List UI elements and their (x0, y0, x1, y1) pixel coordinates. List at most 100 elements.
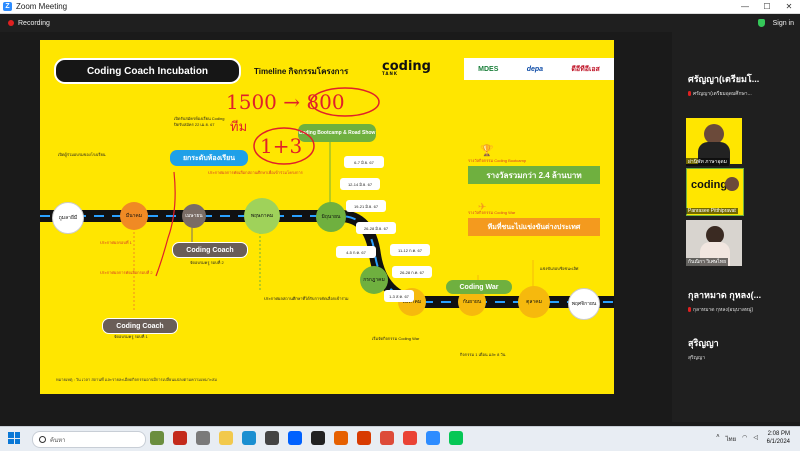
note-final: แข่งขันรอบชิงชนะเลิศ (540, 266, 579, 271)
mic-muted-icon (688, 307, 691, 313)
clock-date: 6/1/2024 (766, 439, 790, 445)
partner-logos: MDES depa ดีอีทีอีเอส (464, 58, 614, 80)
video-label-3: กันณิกา วิเศษไทย (686, 258, 729, 266)
participant-sub-1: ศรัญญา(เตรียมอุดมศึกษา... (688, 90, 752, 98)
topbar-right: Sign in (757, 14, 794, 32)
search-placeholder: ค้นหา (50, 437, 66, 444)
note-selection-result: ประกาศผลการคัดเลือกสถานศึกษาเพื่อเข้าร่ว… (208, 170, 303, 175)
award-bootcamp-prize: รางวัลรวมกว่า 2.4 ล้านบาท (468, 166, 600, 184)
file-explorer-icon[interactable] (219, 431, 233, 445)
windows-taskbar: ค้นหา ˄ ไทย ◠ ◁ 2:08 PM 6/1/2024 (0, 426, 800, 451)
notification-app-icon[interactable] (173, 431, 187, 445)
edge-icon[interactable] (242, 431, 256, 445)
pill-coding-war: Coding War (446, 280, 512, 294)
recording-icon (8, 20, 14, 26)
pill-classroom: ยกระดับห้องเรียน (170, 150, 248, 166)
participants-panel: ศรัญญา(เตรียมโ... ศรัญญา(เตรียมอุดมศึกษา… (672, 32, 800, 422)
clock-time: 2:08 PM (767, 431, 790, 437)
wifi-icon[interactable]: ◠ (742, 435, 748, 441)
station-march: มีนาคม (120, 202, 148, 230)
date-card-5: 4-5 ก.ค. 67 (336, 246, 376, 258)
station-may: พฤษภาคม (244, 198, 280, 234)
handwriting-1500-800: 1500 → 800 (226, 90, 345, 114)
note-school-open: เปิดผู้ร่วมอบรมของโรงเรียน (58, 152, 106, 157)
store-icon[interactable] (265, 431, 279, 445)
award-war-prize: ทีมที่ชนะไปแข่งขันต่างประเทศ (468, 218, 600, 236)
system-tray: ˄ ไทย ◠ ◁ (716, 434, 758, 444)
chrome-alt-icon[interactable] (403, 431, 417, 445)
award-bootcamp-caption: รางวัลกิจกรรม Coding Bootcamp (468, 158, 527, 163)
amazon-icon[interactable] (311, 431, 325, 445)
coding-tank-logo: coding TANK (382, 59, 431, 76)
office-icon[interactable] (357, 431, 371, 445)
timeline-label: Timeline กิจกรรมโครงการ (254, 67, 349, 76)
video-label-1: ผ่านิพัท ภาษาอุดม (686, 158, 729, 166)
language-indicator[interactable]: ไทย (725, 437, 737, 443)
pill-coding-coach-2: Coding Coach (172, 242, 248, 258)
firefox-icon[interactable] (334, 431, 348, 445)
pill-bootcamp: Coding Bootcamp & Road Show (298, 124, 376, 142)
handwriting-team: ทีม (230, 120, 248, 135)
trophy-icon: 🏆 (480, 145, 494, 157)
video-tile-3[interactable] (686, 220, 742, 266)
security-shield-icon[interactable] (757, 19, 765, 27)
coding-tank-logo-mini: coding (691, 179, 728, 191)
depa-logo: depa (526, 65, 544, 73)
station-april: เมษายน (182, 204, 206, 228)
shared-screen: Coding Coach Incubation Timeline กิจกรรม… (0, 32, 672, 422)
meeting-topbar: Recording (0, 14, 800, 32)
note-classroom-open: เปิดรับสมัครห้องเรียน Coding (174, 116, 225, 121)
volume-icon[interactable]: ◁ (753, 435, 758, 441)
station-june: มิถุนายน (316, 202, 346, 232)
slide-title: Coding Coach Incubation (54, 58, 241, 84)
brand-sub: TANK (382, 71, 398, 76)
participant-sub-4: กุลาหมาด กุหลง(อนุบาลหมู่) (688, 306, 753, 314)
taskbar-clock[interactable]: 2:08 PM 6/1/2024 (767, 430, 790, 446)
note-duration: กิจกรรม 1 เดือน และ 8 วัน (460, 352, 506, 357)
participant-sub-5: สุริญญา (688, 355, 706, 361)
minimize-icon[interactable]: — (741, 2, 749, 11)
taskbar-search[interactable]: ค้นหา (32, 431, 146, 448)
news-widget-icon[interactable] (150, 431, 164, 445)
note-training-1: จัดอบรมครู รอบที่ 1 (114, 334, 148, 339)
maximize-icon[interactable]: ☐ (763, 2, 771, 11)
close-icon[interactable]: ✕ (785, 2, 793, 11)
date-card-1: 6-7 มิ.ย. 67 (344, 156, 384, 168)
station-october: ตุลาคม (518, 286, 550, 318)
award-war-caption: รางวัลกิจกรรม Coding War (468, 210, 516, 215)
slide-footer-note: หมายเหตุ : วัน เวลา สถานที่ และรายละเอีย… (56, 377, 218, 382)
participant-name-4: กุลาหมาด กุหลง(... (688, 290, 762, 300)
window-controls: — ☐ ✕ (734, 0, 800, 13)
station-july: กรกฎาคม (360, 266, 388, 294)
window-title: Zoom Meeting (16, 2, 68, 11)
person-avatar (704, 124, 724, 144)
pill-coding-coach-1: Coding Coach (102, 318, 178, 334)
date-card-4: 26-28 มิ.ย. 67 (356, 222, 396, 234)
chevron-up-icon[interactable]: ˄ (716, 434, 720, 440)
date-card-3: 19-21 มิ.ย. 67 (346, 200, 386, 212)
chrome-icon[interactable] (380, 431, 394, 445)
note-accepted: ประกาศผลสถานศึกษาที่ได้รับการคัดเลือกเข้… (264, 296, 349, 301)
note-training-2: จัดอบรมครู รอบที่ 2 (190, 260, 224, 265)
start-button-icon[interactable] (8, 432, 20, 444)
presentation-slide: Coding Coach Incubation Timeline กิจกรรม… (40, 40, 614, 394)
video-label-2: Panrasee Pitthipravat (686, 208, 738, 214)
line-icon[interactable] (449, 431, 463, 445)
date-card-7: 26-28 ก.ค. 67 (392, 266, 432, 278)
task-view-icon[interactable] (196, 431, 210, 445)
dropbox-icon[interactable] (288, 431, 302, 445)
brand-text: coding (382, 59, 431, 74)
station-start: ถูมลายีมี (52, 202, 84, 234)
sign-in-button[interactable]: Sign in (772, 19, 794, 27)
date-card-2: 12-14 มิ.ย. 67 (340, 178, 380, 190)
zoom-taskbar-icon[interactable] (426, 431, 440, 445)
note-classroom-close: ปิดรับสมัคร 22 เม.ย. 67 (174, 122, 215, 127)
participant-name-5: สุริญญา (688, 338, 719, 348)
window-titlebar: Z Zoom Meeting — ☐ ✕ (0, 0, 800, 14)
det-logo: ดีอีทีอีเอส (571, 65, 600, 73)
mdes-logo: MDES (478, 65, 499, 73)
note-round1: ประกาศผลรอบที่ 1 (100, 240, 132, 245)
recording-label[interactable]: Recording (18, 19, 50, 27)
date-card-8: 1-3 ส.ค. 67 (384, 290, 414, 302)
search-icon (39, 436, 46, 443)
